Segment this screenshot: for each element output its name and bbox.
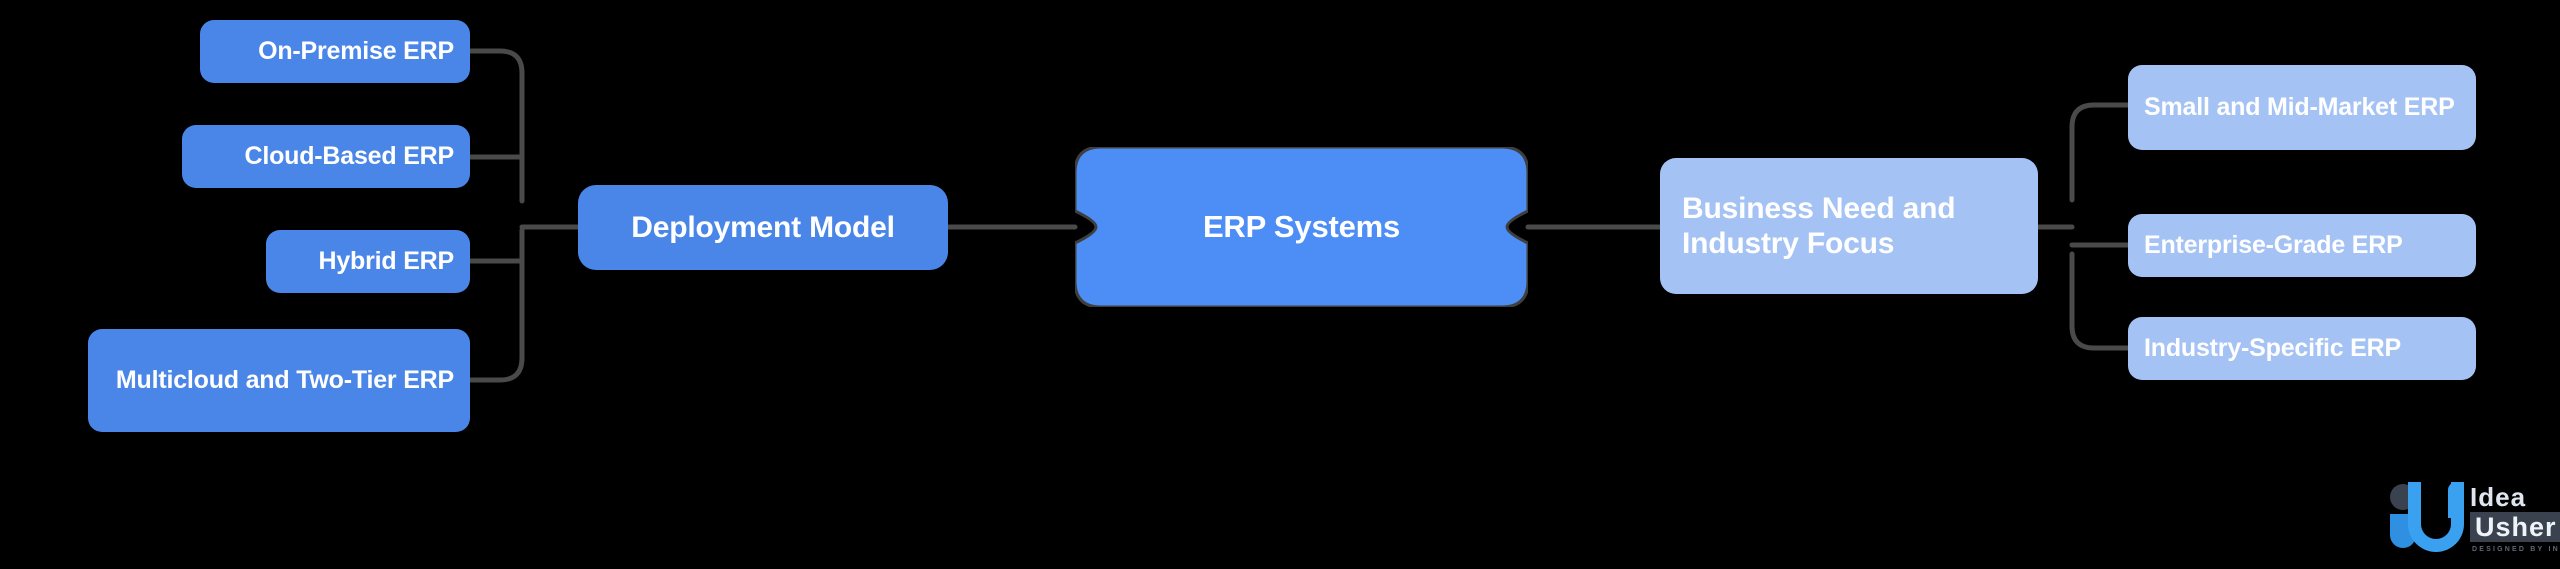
root-node-shape [1075, 147, 1528, 307]
branch-node-business-need-industry-focus[interactable]: Business Need and Industry Focus [1660, 158, 2038, 294]
leaf-node-enterprise-grade-erp[interactable]: Enterprise-Grade ERP [2128, 214, 2476, 277]
logo-text-usher: Usher [2470, 512, 2560, 543]
logo-tagline: DESIGNED BY INNOVATION [2472, 546, 2560, 553]
leaf-node-on-premise-erp[interactable]: On-Premise ERP [200, 20, 470, 83]
node-label: On-Premise ERP [258, 36, 454, 65]
node-label: Enterprise-Grade ERP [2144, 230, 2403, 259]
leaf-node-industry-specific-erp[interactable]: Industry-Specific ERP [2128, 317, 2476, 380]
node-label: Multicloud and Two-Tier ERP [115, 365, 454, 394]
branch-node-deployment-model[interactable]: Deployment Model [578, 185, 948, 270]
leaf-node-cloud-based-erp[interactable]: Cloud-Based ERP [182, 125, 470, 188]
idea-usher-logo: Idea Usher DESIGNED BY INNOVATION [2386, 470, 2560, 562]
node-label: Cloud-Based ERP [244, 141, 454, 170]
logo-u-right-stem-icon [2448, 482, 2464, 518]
logo-u-icon [2408, 482, 2464, 552]
root-node-label: ERP Systems [1202, 209, 1401, 244]
node-label: Industry-Specific ERP [2144, 333, 2401, 362]
leaf-node-multicloud-two-tier-erp[interactable]: Multicloud and Two-Tier ERP [88, 329, 470, 432]
leaf-node-hybrid-erp[interactable]: Hybrid ERP [266, 230, 470, 293]
node-label: Deployment Model [631, 210, 895, 244]
node-label: Business Need and Industry Focus [1682, 191, 1956, 260]
leaf-node-small-mid-market-erp[interactable]: Small and Mid-Market ERP [2128, 65, 2476, 150]
node-label: Small and Mid-Market ERP [2144, 92, 2455, 121]
root-node-erp-systems[interactable]: ERP Systems [1075, 147, 1528, 307]
node-label: Hybrid ERP [318, 246, 454, 275]
logo-text-idea: Idea [2470, 482, 2527, 512]
